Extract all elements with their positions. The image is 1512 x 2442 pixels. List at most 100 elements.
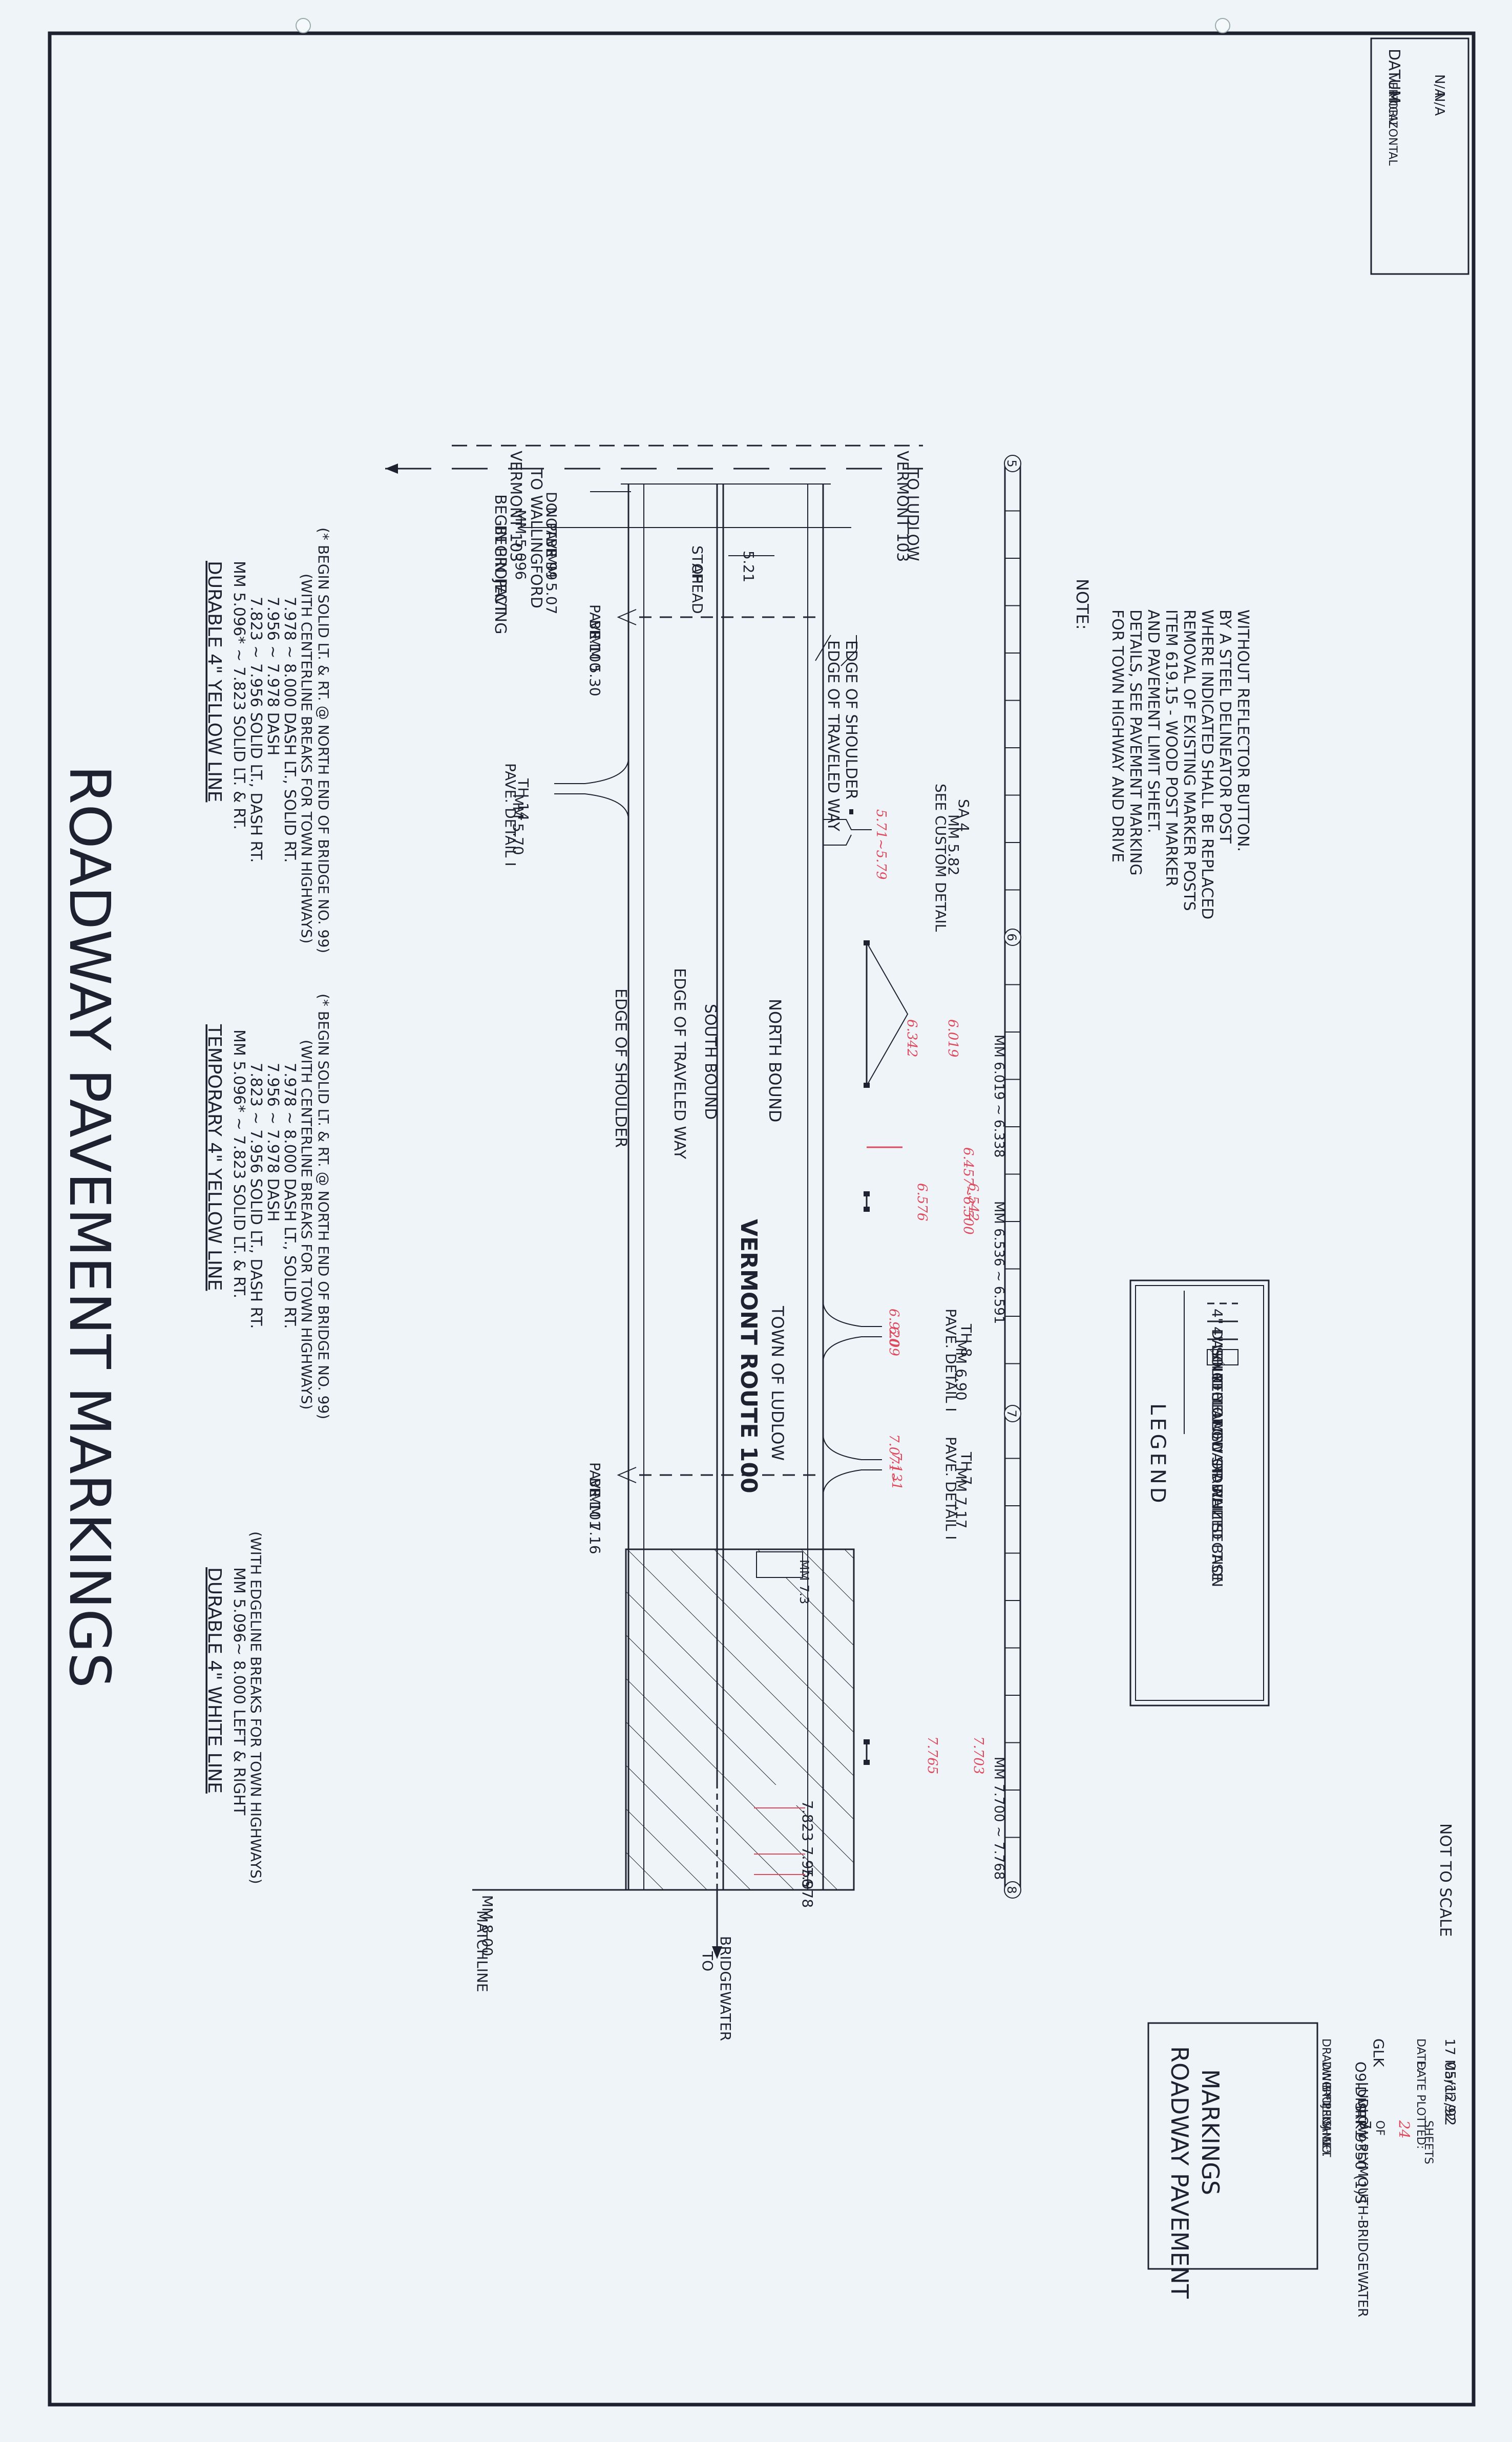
val-7978: 7.978 bbox=[799, 1867, 816, 1908]
title-block-frame bbox=[1147, 2022, 1318, 2270]
pave-br101: PAVE. bbox=[586, 1462, 603, 1502]
of-label: OF bbox=[1373, 2120, 1386, 2136]
drawn-by: GLK bbox=[1370, 2038, 1387, 2067]
sa4-drive bbox=[823, 819, 872, 846]
south-bound-label: SOUTH BOUND bbox=[701, 1004, 719, 1120]
arrow-head bbox=[712, 1946, 722, 1959]
pave-br100: MM 5.30 bbox=[586, 635, 603, 697]
red-annotation: 6.019 bbox=[945, 1019, 960, 1057]
temp-yellow-line: MM 5.096* ~ 7.823 SOLID LT. & RT. bbox=[230, 1029, 248, 1298]
custom-detail: SEE CUSTOM DETAIL bbox=[932, 784, 949, 932]
red-annotation: 5.71~5.79 bbox=[873, 809, 889, 880]
red-annotation: 6.542 bbox=[965, 1183, 981, 1221]
red-annotation: 7.765 bbox=[925, 1736, 940, 1774]
mm73: MM 7.3 bbox=[797, 1560, 811, 1604]
matchline-label: MATCHLINE bbox=[474, 1910, 491, 1992]
legend-frame-inner bbox=[1135, 1285, 1264, 1701]
th14-road bbox=[554, 757, 629, 820]
vt103-wall-label: VERMONT 103 bbox=[507, 451, 524, 562]
durable-yellow-line: (WITH CENTERLINE BREAKS FOR TOWN HIGHWAY… bbox=[298, 574, 315, 943]
vt103-wall-label: TO WALLINGFORD bbox=[527, 468, 545, 608]
ruler-ticks bbox=[1005, 463, 1020, 1885]
datum-box: DATUM VERTICAL N/A HORIZONTAL N/A bbox=[1370, 37, 1469, 275]
proj-no: STP 9350 (1)S bbox=[1352, 2102, 1369, 2204]
pave-detail-th7: TH 7 bbox=[958, 1451, 975, 1485]
station-ruler: 5 6 7 8 bbox=[1004, 455, 1021, 1899]
do-not-pave: PAVE bbox=[543, 522, 560, 558]
sheet-no: 7 bbox=[1357, 2120, 1374, 2130]
north-bound-label: NORTH BOUND bbox=[765, 999, 785, 1122]
note-line: ITEM 619.15 - WOOD POST MARKER bbox=[1162, 609, 1180, 887]
durable-yellow-line: 7.978 ~ 8.000 DASH LT., SOLID RT. bbox=[281, 597, 299, 863]
pave-detail-th14: MM 5.70 bbox=[510, 794, 527, 855]
title-block-title: MARKINGS bbox=[1196, 2069, 1224, 2195]
pave-detail-th8: MM 6.90 bbox=[953, 1339, 970, 1401]
notes-temporary-yellow: TEMPORARY 4" YELLOW LINE MM 5.096* ~ 7.8… bbox=[204, 994, 332, 1419]
note-line: FOR TOWN HIGHWAY AND DRIVE bbox=[1108, 609, 1126, 862]
th8-road bbox=[823, 1300, 882, 1363]
do-not-pave: MM 5.07 bbox=[543, 553, 560, 615]
edge-traveled-label: EDGE OF TRAVELED WAY bbox=[824, 640, 842, 832]
station-label: 6 bbox=[1004, 933, 1019, 941]
dwg-label: DWG FILE: bbox=[1319, 2061, 1332, 2120]
edge-shoulder-label: EDGE OF SHOULDER bbox=[612, 988, 629, 1148]
station-label: 8 bbox=[1004, 1886, 1019, 1893]
pave-detail-th8: TH 8 bbox=[958, 1323, 975, 1357]
legend-guard: LENGTH OF GUARD RAIL SECTION bbox=[1209, 1344, 1226, 1587]
legend-frame bbox=[1129, 1279, 1270, 1707]
mm73-box bbox=[756, 1551, 803, 1578]
note-line: AND PAVEMENT LIMIT SHEET. bbox=[1144, 609, 1162, 833]
bridge-101-tick bbox=[617, 1467, 637, 1483]
route-name: VERMONT ROUTE 100 bbox=[736, 1219, 762, 1493]
durable-yellow-line: (* BEGIN SOLID LT. & RT. @ NORTH END OF … bbox=[315, 528, 332, 953]
val-7956: 7.956 bbox=[799, 1846, 816, 1887]
do-not-pave: BR 99 bbox=[543, 538, 560, 580]
do-not-pave: DO bbox=[543, 492, 560, 514]
red-annotation: 6.457~6.500 bbox=[960, 1147, 976, 1235]
durable-white-line: (WITH EDGELINE BREAKS FOR TOWN HIGHWAYS) bbox=[247, 1531, 264, 1884]
marker-post bbox=[849, 809, 853, 814]
punch-hole bbox=[296, 18, 311, 33]
guard-7700: MM 7.700 ~ 7.768 bbox=[991, 1757, 1006, 1880]
leader bbox=[841, 635, 857, 666]
guard-rail-end bbox=[864, 1739, 870, 1744]
sheets-label: SHEETS bbox=[1422, 2120, 1435, 2164]
datum-vertical-value: N/A bbox=[1432, 74, 1447, 98]
to-bridgewater: BRIDGEWATER bbox=[717, 1936, 734, 2041]
sheet-border bbox=[48, 31, 1476, 2407]
station-circle bbox=[1004, 929, 1021, 946]
pave-detail-th14: PAVE. DETAIL I bbox=[502, 763, 519, 866]
vt103-ludlow-label: TO LUDLOW bbox=[904, 468, 921, 561]
sheet-total: 24 bbox=[1396, 2120, 1413, 2139]
guard-rail-end bbox=[864, 1207, 870, 1212]
bridge-100-tick bbox=[617, 609, 637, 625]
legend-reclaim-swatch bbox=[1207, 1349, 1238, 1365]
main-title: ROADWAY PAVEMENT MARKINGS bbox=[57, 765, 122, 1688]
durable-white-line: MM 5.096~ 8.000 LEFT & RIGHT bbox=[230, 1567, 248, 1816]
datum-horizontal-label: HORIZONTAL bbox=[1386, 92, 1399, 166]
proj-name-label: PROJ. NAME: bbox=[1319, 2082, 1332, 2153]
durable-yellow-line: 7.823 ~ 7.956 SOLID LT., DASH RT. bbox=[247, 597, 265, 863]
stop-ahead: AHEAD bbox=[689, 563, 706, 614]
pave-br100: BR 100 bbox=[586, 620, 603, 671]
do-not-pave: NOT bbox=[543, 507, 560, 538]
stop-ahead: STOP bbox=[689, 545, 706, 583]
pave-br101: BR 101 bbox=[586, 1478, 603, 1529]
note-line: WITHOUT REFLECTOR BUTTON. bbox=[1234, 609, 1252, 852]
reclaimed-base-area bbox=[625, 1548, 855, 1891]
proj-name: LUDLOW-PLYMOUTH-BRIDGEWATER bbox=[1355, 2082, 1370, 2317]
road-plan: VERMONT 103 TO LUDLOW VERMONT 103 TO WAL… bbox=[385, 445, 1006, 2041]
pave-detail-th14: TH 14 bbox=[515, 778, 532, 821]
pave-br101: MM 7.16 bbox=[586, 1493, 603, 1554]
note-line: WHERE INDICATED SHALL BE REPLACED bbox=[1198, 609, 1216, 919]
leader bbox=[815, 635, 831, 661]
durable-yellow-line: MM 5.096* ~ 7.823 SOLID LT. & RT. bbox=[230, 561, 248, 830]
datum-frame bbox=[1370, 37, 1469, 275]
red-annotation: 6.342 bbox=[904, 1019, 919, 1057]
plotted-label: DATE PLOTTED: bbox=[1414, 2061, 1427, 2149]
note-block: NOTE: FOR TOWN HIGHWAY AND DRIVE DETAILS… bbox=[1073, 579, 1252, 919]
station-circle bbox=[1004, 1405, 1021, 1422]
notes-durable-yellow: DURABLE 4" YELLOW LINE MM 5.096* ~ 7.823… bbox=[204, 528, 332, 953]
datum-horizontal-value: N/A bbox=[1432, 92, 1447, 116]
